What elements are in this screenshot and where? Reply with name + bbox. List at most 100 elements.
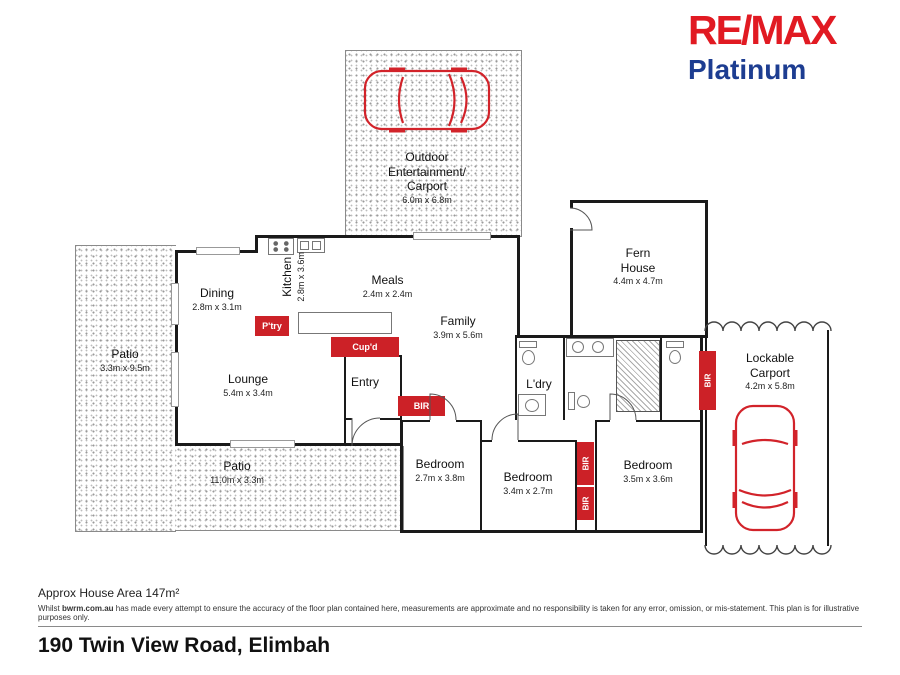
disclaimer-prefix: Whilst	[38, 604, 62, 613]
bir-box-entry: BIR	[398, 396, 445, 416]
wall-segment	[700, 335, 703, 533]
toilet-icon	[519, 341, 537, 348]
room-name: Lounge	[227, 372, 269, 386]
wall-segment	[255, 235, 520, 238]
wall-segment	[563, 335, 565, 420]
wall-segment	[400, 420, 403, 533]
toilet-icon	[669, 350, 681, 364]
room-dims: 2.8m x 3.1m	[192, 301, 242, 312]
laundry-tub-basin	[525, 399, 539, 412]
wall-segment	[595, 420, 597, 530]
room-label-laundry: L'dry	[514, 377, 564, 392]
address-title: 190 Twin View Road, Elimbah	[38, 634, 331, 657]
wall-segment	[570, 200, 573, 208]
room-name: Fern House	[620, 246, 656, 275]
room-dims: 2.7m x 3.8m	[415, 472, 465, 483]
window-marker	[196, 247, 240, 255]
room-name: Entry	[350, 375, 379, 389]
wall-segment	[595, 420, 610, 422]
room-label-kitchen: Kitchen 2.8m x 3.6m	[280, 236, 306, 318]
room-name: Dining	[199, 286, 235, 300]
room-label-meals: Meals 2.4m x 2.4m	[350, 273, 425, 299]
cupboard-box: Cup'd	[331, 337, 399, 357]
room-dims: 4.4m x 4.7m	[613, 276, 663, 287]
window-marker	[413, 232, 491, 240]
door-arc-entry	[351, 417, 381, 447]
bir-box-mid-top: BIR	[577, 442, 594, 485]
window-marker	[230, 440, 295, 448]
wall-segment	[517, 335, 708, 338]
room-label-outdoor: Outdoor Entertainment/ Carport 6.0m x 6.…	[352, 150, 502, 205]
room-name: Family	[440, 314, 476, 328]
room-dims: 2.8m x 3.6m	[295, 252, 306, 302]
patio-left-area	[75, 245, 176, 532]
wall-segment	[480, 440, 492, 442]
window-marker	[171, 283, 179, 325]
stove-icon	[268, 238, 294, 255]
disclaimer-rest: has made every attempt to ensure the acc…	[38, 604, 860, 622]
room-label-bedroom-2: Bedroom 3.4m x 2.7m	[488, 470, 568, 496]
wall-segment	[344, 355, 346, 445]
wall-segment	[570, 228, 573, 338]
wall-segment	[400, 530, 703, 533]
room-dims: 3.5m x 3.6m	[623, 473, 673, 484]
room-name: Meals	[371, 273, 404, 287]
room-label-family: Family 3.9m x 5.6m	[413, 314, 503, 340]
house-area-note: Approx House Area 147m²	[38, 586, 180, 600]
room-label-fern-house: Fern House 4.4m x 4.7m	[573, 246, 703, 286]
room-name: Lockable Carport	[745, 351, 795, 380]
wall-segment	[575, 440, 577, 530]
sink-basin	[300, 241, 309, 250]
footer-divider	[38, 626, 862, 627]
room-name: Outdoor Entertainment/ Carport	[387, 150, 467, 194]
wall-segment	[570, 200, 708, 203]
room-name: L'dry	[526, 377, 552, 391]
room-dims: 3.4m x 2.7m	[503, 485, 553, 496]
wall-segment	[705, 330, 707, 546]
kitchen-counter	[298, 312, 392, 334]
wall-segment	[175, 250, 178, 446]
bir-label: BIR	[581, 456, 590, 471]
wall-segment	[517, 235, 520, 338]
room-dims: 4.2m x 5.8m	[745, 381, 795, 392]
vanity-basin	[592, 341, 604, 353]
bir-label: BIR	[703, 373, 712, 388]
bir-box-right: BIR	[699, 351, 716, 410]
room-name: Patio	[111, 347, 139, 361]
room-dims: 2.4m x 2.4m	[362, 288, 413, 299]
sink-basin	[312, 241, 321, 250]
room-label-bedroom-1: Bedroom 2.7m x 3.8m	[400, 457, 480, 483]
room-label-bedroom-3: Bedroom 3.5m x 3.6m	[607, 458, 689, 484]
wall-segment	[636, 420, 700, 422]
remax-logo: RE/MAX	[688, 7, 837, 53]
window-marker	[171, 352, 179, 407]
room-name: Patio	[223, 459, 251, 473]
wall-segment	[518, 440, 575, 442]
platinum-logo-text: Platinum	[688, 54, 807, 85]
room-name: Bedroom	[623, 458, 673, 472]
pantry-label: P'try	[262, 321, 282, 331]
toilet-icon	[522, 350, 535, 365]
bir-label: BIR	[413, 401, 430, 411]
cupboard-label: Cup'd	[352, 342, 378, 352]
wall-segment	[400, 355, 402, 420]
wall-segment	[515, 335, 517, 420]
wall-segment	[480, 420, 482, 530]
vanity-basin	[572, 341, 584, 353]
toilet-icon	[666, 341, 684, 348]
room-label-lounge: Lounge 5.4m x 3.4m	[193, 372, 303, 398]
room-label-patio-left: Patio 3.3m x 9.5m	[77, 347, 173, 373]
room-name: Bedroom	[415, 457, 465, 471]
room-dims: 3.9m x 5.6m	[433, 329, 483, 340]
pantry-box: P'try	[255, 316, 289, 336]
door-arc-fern-house	[569, 207, 593, 231]
room-label-dining: Dining 2.8m x 3.1m	[175, 286, 259, 312]
kitchen-sink-icon	[297, 238, 325, 253]
car-side-icon	[732, 404, 798, 532]
disclaimer: Whilst bwrm.com.au has made every attemp…	[38, 604, 868, 622]
disclaimer-site: bwrm.com.au	[62, 604, 114, 613]
wall-segment	[255, 235, 258, 253]
wall-segment	[380, 418, 402, 420]
wall-segment	[402, 420, 430, 422]
room-label-entry: Entry	[339, 375, 391, 390]
